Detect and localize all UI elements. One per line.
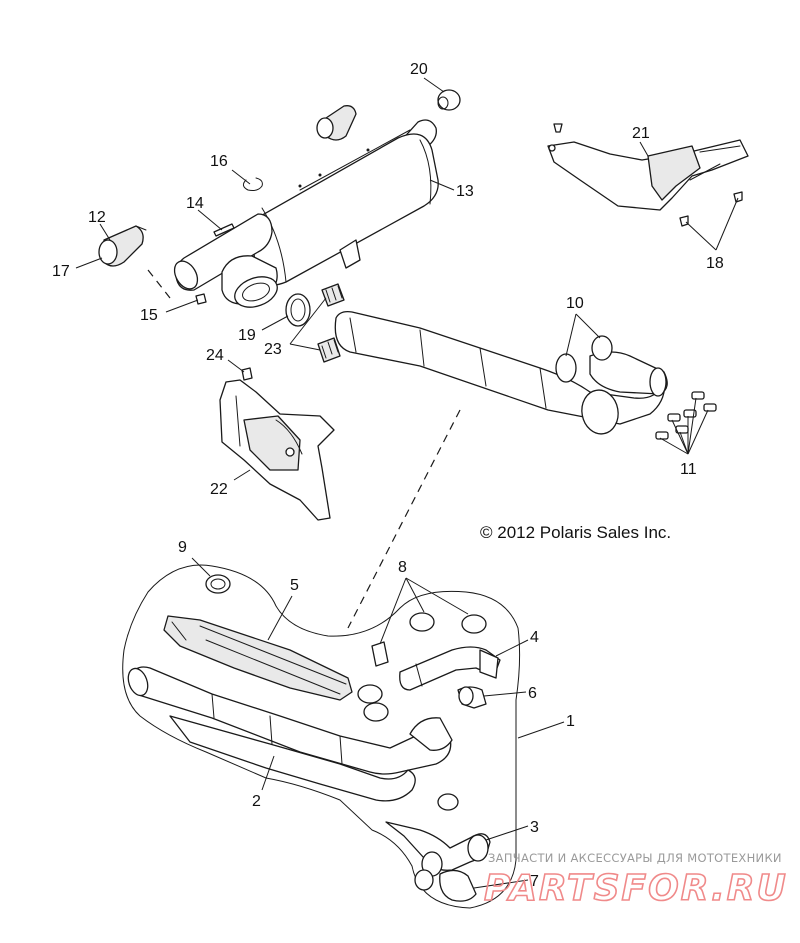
- callout-12: 12: [88, 209, 106, 226]
- muffler-assembly: [173, 119, 439, 308]
- callout-19: 19: [238, 327, 256, 344]
- callout-13: 13: [456, 183, 474, 200]
- callout-10: 10: [566, 295, 584, 312]
- clamp-9: [205, 574, 231, 594]
- callout-21: 21: [632, 125, 650, 142]
- callout-8: 8: [398, 559, 407, 576]
- pipe-3: [385, 821, 491, 877]
- connection-dash-line: [347, 409, 461, 629]
- head-pipe-upper: [334, 310, 668, 435]
- callout-5: 5: [290, 577, 299, 594]
- watermark-caption: ЗАПЧАСТИ И АКСЕССУАРЫ ДЛЯ МОТОТЕХНИКИ: [488, 851, 782, 865]
- gasket-19: [285, 293, 311, 327]
- isolator-12: [98, 225, 147, 267]
- callout-24: 24: [206, 347, 224, 364]
- callout-17: 17: [52, 263, 70, 280]
- clip-16: [242, 177, 263, 191]
- callout-3: 3: [530, 819, 539, 836]
- assembly-1-outline: [122, 564, 521, 909]
- fastener-15: [195, 293, 207, 305]
- clamps-8: [357, 612, 487, 811]
- callout-9: 9: [178, 539, 187, 556]
- callout-23: 23: [264, 341, 282, 358]
- callout-6: 6: [528, 685, 537, 702]
- callout-2: 2: [252, 793, 261, 810]
- screws-18: [553, 123, 743, 227]
- callout-7: 7: [530, 873, 539, 890]
- pipe-section-4: [399, 646, 501, 691]
- heat-shield-21: [547, 139, 749, 211]
- watermark-brand: PARTSFOR.RU: [484, 868, 788, 909]
- callout-22: 22: [210, 481, 228, 498]
- heat-shield-5: [163, 615, 353, 701]
- head-pipes-2: [127, 666, 453, 802]
- clamp-6: [457, 686, 487, 709]
- watermark: ЗАПЧАСТИ И АКСЕССУАРЫ ДЛЯ МОТОТЕХНИКИ PA…: [483, 851, 788, 910]
- leader-lines: [75, 77, 739, 889]
- bolts-11: [655, 391, 717, 440]
- callout-14: 14: [186, 195, 204, 212]
- callout-labels: 1 2 3 4 5 6 7 8 9 10 11 12 13 14 15 16 1…: [52, 61, 724, 890]
- callout-16: 16: [210, 153, 228, 170]
- callout-18: 18: [706, 255, 724, 272]
- grommet-20: [437, 89, 461, 111]
- copyright-notice: © 2012 Polaris Sales Inc.: [480, 523, 671, 542]
- callout-20: 20: [410, 61, 428, 78]
- callout-11: 11: [680, 461, 697, 478]
- springs-23: [317, 283, 345, 363]
- heat-shield-22: [219, 379, 335, 521]
- callout-4: 4: [530, 629, 539, 646]
- callout-1: 1: [566, 713, 575, 730]
- callout-15: 15: [140, 307, 158, 324]
- screw-24: [241, 367, 253, 381]
- connection-dash-line-short: [147, 269, 171, 299]
- pin-14: [213, 223, 235, 237]
- bracket-7: [414, 869, 477, 902]
- isolator-upper: [316, 105, 357, 141]
- gaskets-10: [555, 335, 613, 383]
